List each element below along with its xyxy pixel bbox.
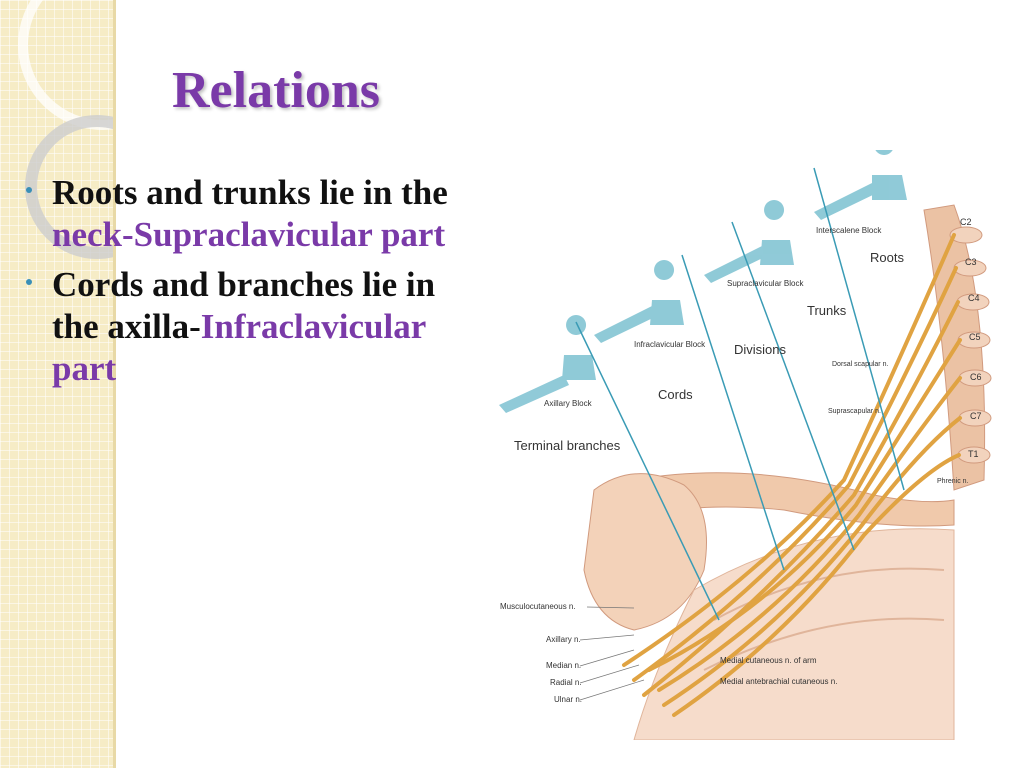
slide-title: Relations (172, 62, 380, 119)
label-medial-antebrachial-cutaneous-n: Medial antebrachial cutaneous n. (720, 677, 837, 686)
label-c7: C7 (970, 411, 982, 421)
label-dorsal-scapular-n: Dorsal scapular n. (832, 361, 888, 368)
label-terminal-branches: Terminal branches (514, 438, 621, 453)
bullet-icon (26, 279, 32, 285)
bullet-list: Roots and trunks lie in the neck-Supracl… (20, 172, 470, 398)
label-axillary-block: Axillary Block (544, 399, 593, 408)
bullet-2-text: Cords and branches lie in the axilla- (52, 265, 436, 346)
label-infraclavicular-block: Infraclavicular Block (634, 340, 706, 349)
arm-figures (499, 150, 907, 413)
side-band-edge (113, 0, 116, 768)
label-roots: Roots (870, 250, 904, 265)
label-t1: T1 (968, 449, 979, 459)
label-trunks: Trunks (807, 303, 847, 318)
bullet-2-highlight: Infraclavicular part (52, 307, 426, 388)
left-nerve-labels: Musculocutaneous n. Axillary n. Median n… (500, 602, 582, 704)
label-medial-cutaneous-n-arm: Medial cutaneous n. of arm (720, 656, 817, 665)
bullet-item-1: Roots and trunks lie in the neck-Supracl… (20, 172, 470, 256)
label-c3: C3 (965, 257, 977, 267)
left-leader-lines (579, 606, 645, 701)
bullet-icon (26, 187, 32, 193)
nerve-bundle (622, 233, 962, 717)
decorative-ring-top (18, 0, 113, 130)
label-phrenic-n: Phrenic n. (937, 478, 969, 485)
shoulder-girdle (583, 473, 707, 631)
label-axillary-n: Axillary n. (546, 635, 581, 644)
label-c5: C5 (969, 332, 981, 342)
bullet-1-text: Roots and trunks lie in the (52, 173, 448, 212)
label-radial-n: Radial n. (550, 678, 582, 687)
label-c6: C6 (970, 372, 982, 382)
rib-line-1 (713, 567, 945, 621)
bullet-item-2: Cords and branches lie in the axilla-Inf… (20, 264, 470, 390)
decorative-side-band (0, 0, 113, 768)
bullet-1-highlight: neck-Supraclavicular part (52, 215, 446, 254)
label-c2: C2 (960, 217, 972, 227)
brachial-plexus-illustration: Interscalene Block Supraclavicular Block… (499, 150, 992, 740)
vertebra-labels: C2 C3 C4 C5 C6 C7 T1 (960, 217, 982, 459)
label-interscalene-block: Interscalene Block (816, 226, 882, 235)
label-cords: Cords (658, 387, 693, 402)
vertebra-bumps (949, 226, 992, 464)
label-median-n: Median n. (546, 661, 581, 670)
label-musculocutaneous-n: Musculocutaneous n. (500, 602, 576, 611)
label-divisions: Divisions (734, 342, 787, 357)
label-c4: C4 (968, 293, 980, 303)
label-suprascapular-n: Suprascapular n. (828, 408, 881, 415)
label-ulnar-n: Ulnar n. (554, 695, 582, 704)
label-supraclavicular-block: Supraclavicular Block (727, 279, 804, 288)
block-lines (575, 167, 905, 621)
